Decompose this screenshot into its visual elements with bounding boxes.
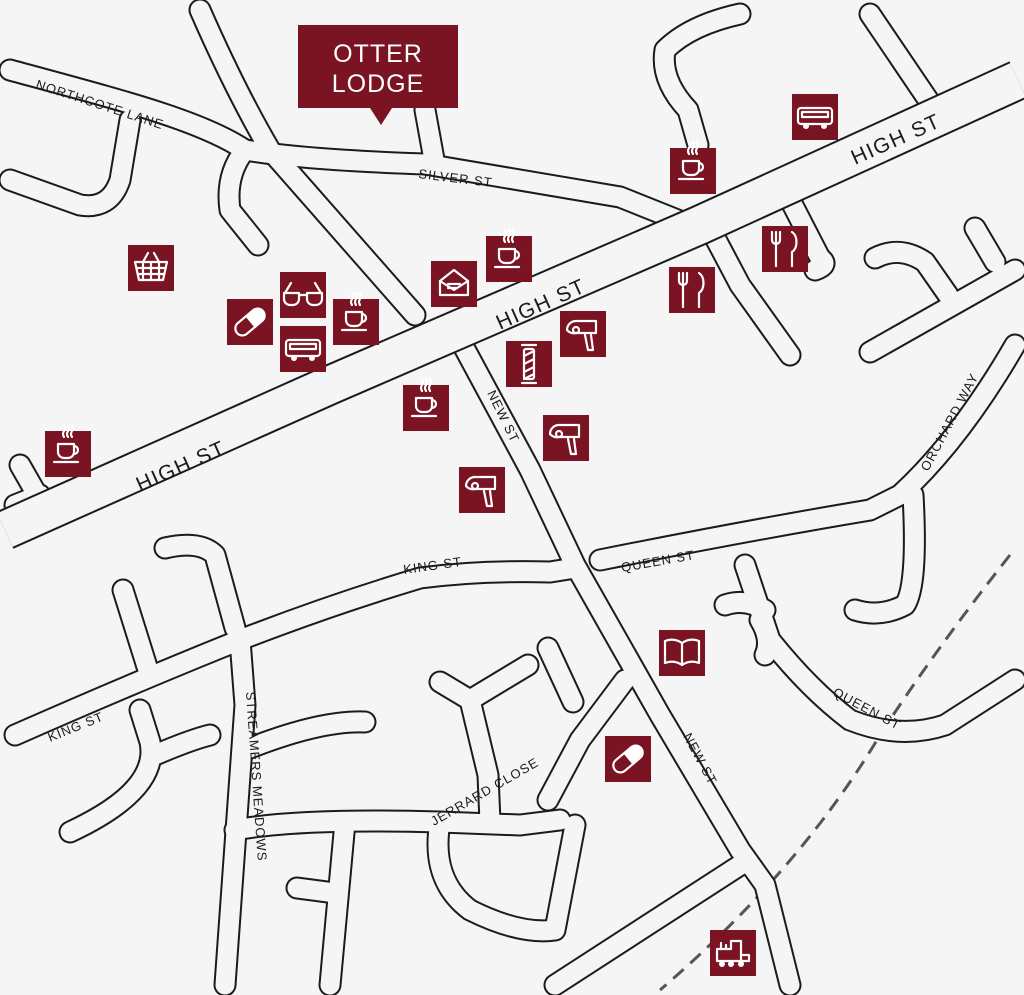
restaurant-icon[interactable] bbox=[669, 267, 715, 313]
coffee-icon[interactable] bbox=[670, 140, 716, 194]
poi-markers bbox=[45, 94, 838, 976]
coffee-icon[interactable] bbox=[333, 291, 379, 345]
hairdryer-icon[interactable] bbox=[459, 467, 505, 513]
shopping-basket-icon[interactable] bbox=[128, 245, 174, 291]
railway-line bbox=[659, 554, 1012, 992]
glasses-icon[interactable] bbox=[280, 272, 326, 318]
pharmacy-icon[interactable] bbox=[605, 736, 651, 782]
library-book-icon[interactable] bbox=[659, 630, 705, 676]
coffee-icon[interactable] bbox=[403, 377, 449, 431]
otter-lodge-line2: LODGE bbox=[332, 70, 425, 98]
hairdryer-icon[interactable] bbox=[543, 415, 589, 461]
bus-icon[interactable] bbox=[792, 94, 838, 140]
hairdryer-icon[interactable] bbox=[560, 311, 606, 357]
otter-lodge-marker[interactable]: OTTER LODGE bbox=[298, 25, 458, 125]
barber-pole-icon[interactable] bbox=[506, 341, 552, 387]
pharmacy-icon[interactable] bbox=[227, 299, 273, 345]
bus-icon[interactable] bbox=[280, 326, 326, 372]
restaurant-icon[interactable] bbox=[762, 226, 808, 272]
coffee-icon[interactable] bbox=[486, 228, 532, 282]
mail-icon[interactable] bbox=[431, 261, 477, 307]
otter-lodge-line1: OTTER bbox=[333, 40, 423, 68]
coffee-icon[interactable] bbox=[45, 423, 91, 477]
train-icon[interactable] bbox=[710, 930, 756, 976]
